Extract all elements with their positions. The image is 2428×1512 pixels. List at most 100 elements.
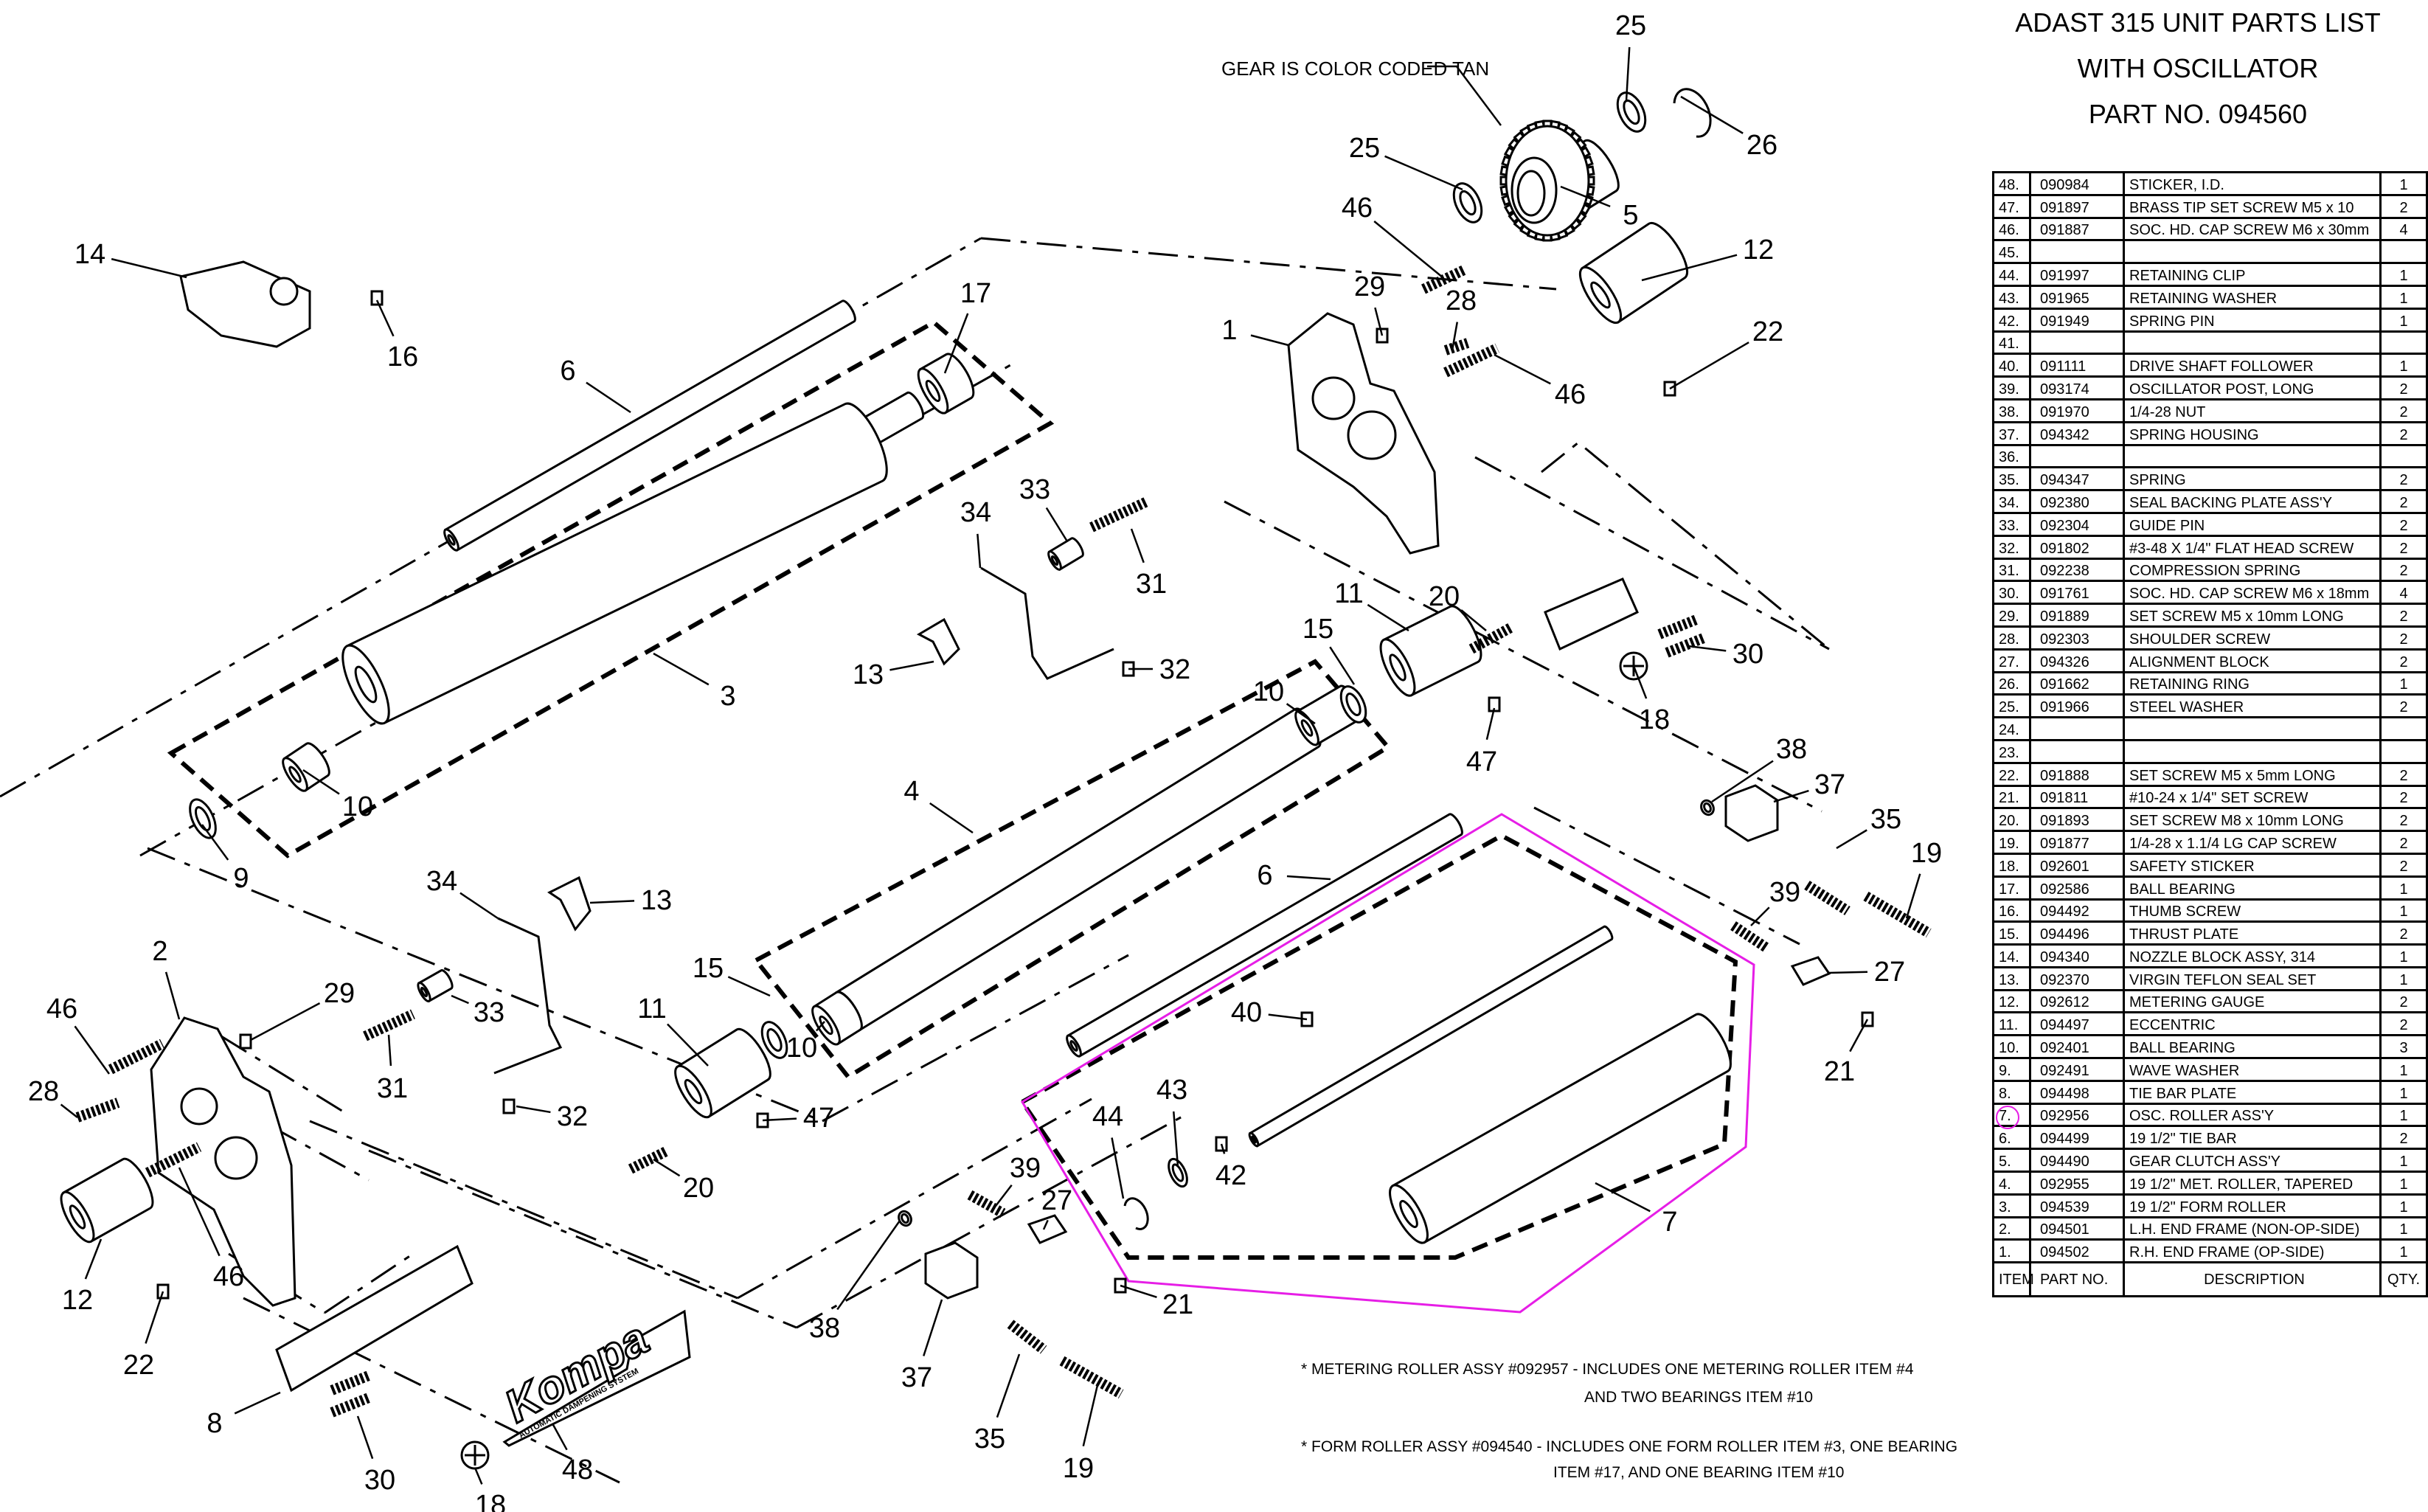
assembly-center-line: [1474, 456, 1830, 651]
table-row: 45.: [1992, 239, 2428, 265]
description-cell: SHOULDER SCREW: [2123, 625, 2382, 651]
item-cell-text: 26.: [1999, 676, 2019, 693]
quantity-cell: 2: [2379, 603, 2428, 628]
item-cell-text: 42.: [1999, 313, 2019, 330]
part-number-cell: 091111: [2029, 353, 2125, 378]
part-number-cell-text: 094490: [2040, 1154, 2089, 1171]
item-cell-text: 13.: [1999, 971, 2019, 988]
note-text: * FORM ROLLER ASSY #094540 - INCLUDES ON…: [1301, 1438, 1958, 1455]
thumb-screw-16: [370, 290, 384, 306]
description-cell: GUIDE PIN: [2123, 511, 2382, 537]
wave-washer-9-hole: [194, 805, 212, 832]
callout-label: 13: [853, 659, 884, 690]
part-number-cell-text: 094496: [2040, 926, 2089, 943]
assembly-center-line: [980, 237, 1557, 291]
part-number-cell-text: 094340: [2040, 949, 2089, 965]
quantity-cell-text: 1: [2399, 949, 2408, 965]
quantity-cell: 1: [2379, 1079, 2428, 1105]
callout-label: 25: [1615, 10, 1646, 41]
note-form-line1: * FORM ROLLER ASSY #094540 - INCLUDES ON…: [1301, 1438, 1957, 1456]
description-cell: [2123, 716, 2382, 741]
callout-leader: [250, 1002, 321, 1041]
note-form-line2: ITEM #17, AND ONE BEARING ITEM #10: [1553, 1464, 1844, 1482]
retaining-ring-26: [1673, 88, 1712, 138]
callout-label: 18: [475, 1490, 506, 1512]
item-cell: 29.: [1992, 603, 2031, 628]
callout-label: 28: [28, 1076, 59, 1107]
description-cell-text: SET SCREW M8 x 10mm LONG: [2129, 813, 2344, 830]
quantity-cell: 1: [2379, 1102, 2428, 1128]
callout-label: 46: [1342, 193, 1373, 223]
description-cell-text: SAFETY STICKER: [2129, 858, 2255, 875]
callout-leader: [977, 533, 982, 569]
item-cell-text: 10.: [1999, 1040, 2019, 1057]
item-cell-text: 48.: [1999, 176, 2019, 193]
description-cell-text: COMPRESSION SPRING: [2129, 563, 2301, 580]
callout-label: 1: [1221, 315, 1237, 346]
item-cell: 36.: [1992, 443, 2031, 469]
item-cell: 48.: [1992, 171, 2031, 196]
item-cell: 46.: [1992, 216, 2031, 242]
item-cell-text: 25.: [1999, 699, 2019, 716]
quantity-cell-text: 1: [2399, 290, 2408, 307]
quantity-cell: 2: [2379, 466, 2428, 492]
item-cell-text: 3.: [1999, 1199, 2011, 1216]
callout-label: 21: [1824, 1056, 1855, 1087]
item-cell: 28.: [1992, 625, 2031, 651]
part-number-cell-text: 091997: [2040, 267, 2089, 284]
nozzle-block-14: [179, 260, 311, 348]
callout-leader: [995, 1185, 1013, 1207]
part-number-cell-text: 093174: [2040, 381, 2089, 398]
part-number-cell: 092491: [2029, 1057, 2125, 1082]
quantity-cell-text: 1: [2399, 1199, 2408, 1216]
set-screw-29-left: [239, 1033, 252, 1050]
part-number-cell-text: 091802: [2040, 540, 2089, 557]
quantity-cell: 1: [2379, 875, 2428, 901]
metering-gauge-lower: [60, 1157, 154, 1244]
item-cell-text: 9.: [1999, 1062, 2011, 1079]
quantity-cell-text: 2: [2399, 426, 2408, 443]
quantity-cell: 1: [2379, 965, 2428, 991]
callout-leader: [1082, 1384, 1099, 1447]
callout-leader: [74, 1025, 111, 1075]
callout-label: 35: [974, 1423, 1005, 1454]
callout-leader: [996, 1353, 1021, 1418]
item-cell-text: 43.: [1999, 290, 2019, 307]
part-number-cell-text: 091897: [2040, 199, 2089, 216]
callout-leader: [586, 381, 631, 414]
item-cell: 20.: [1992, 807, 2031, 833]
part-number-cell: 094492: [2029, 898, 2125, 923]
callout-label: 22: [123, 1350, 154, 1381]
description-cell-text: ECCENTRIC: [2129, 1017, 2216, 1034]
tie-bar-middle: [1066, 813, 1463, 1058]
quantity-cell: 2: [2379, 830, 2428, 855]
quantity-cell-text: 2: [2399, 1017, 2408, 1034]
item-cell-text: 44.: [1999, 267, 2019, 284]
part-number-cell-text: 091877: [2040, 835, 2089, 852]
part-number-cell-text: 091889: [2040, 608, 2089, 625]
callout-label: 12: [1743, 235, 1774, 266]
item-cell: 32.: [1992, 534, 2031, 560]
callout-label: 46: [46, 993, 77, 1024]
part-number-cell: 094502: [2029, 1238, 2125, 1264]
quantity-cell-text: 2: [2399, 608, 2408, 625]
item-cell-text: 21.: [1999, 790, 2019, 807]
part-number-cell-text: 094347: [2040, 472, 2089, 489]
quantity-cell-text: 2: [2399, 767, 2408, 784]
part-number-cell: 094501: [2029, 1216, 2125, 1241]
description-cell-text: #10-24 x 1/4" SET SCREW: [2129, 790, 2309, 807]
callout-label: 48: [562, 1454, 593, 1485]
item-cell-text: 31.: [1999, 563, 2019, 580]
callout-label: 5: [1623, 200, 1638, 231]
description-cell-text: 19 1/2" FORM ROLLER: [2129, 1199, 2286, 1216]
quantity-cell: 2: [2379, 534, 2428, 560]
